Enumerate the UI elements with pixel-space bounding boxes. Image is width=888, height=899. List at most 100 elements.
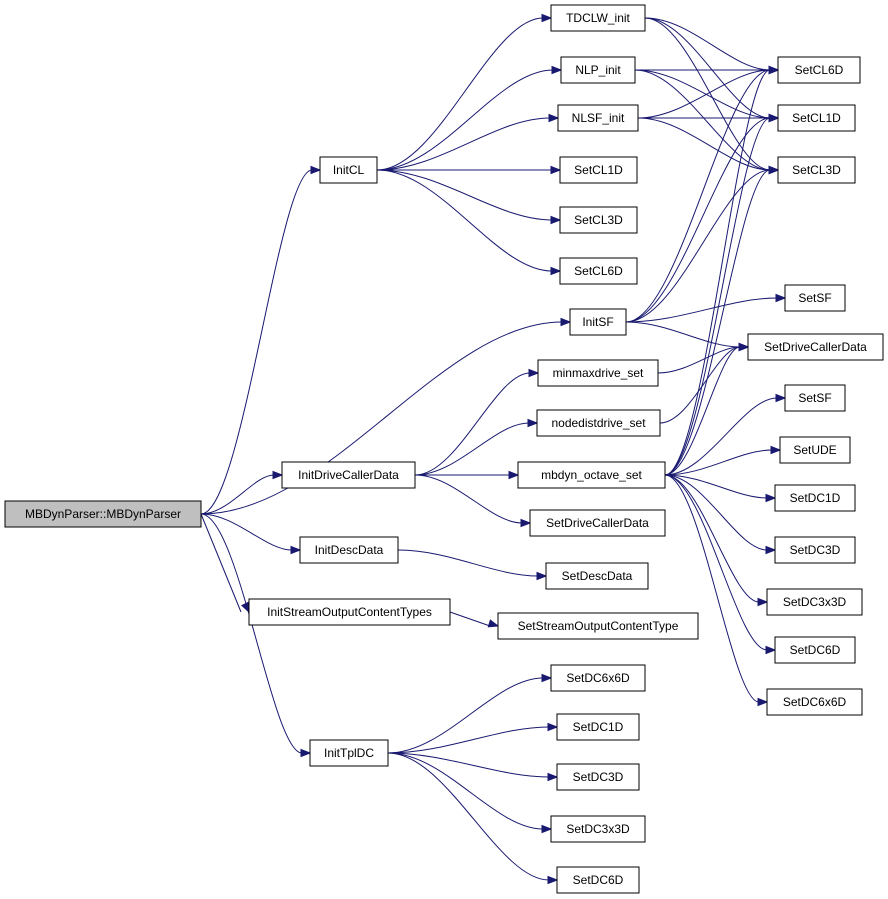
- node-box[interactable]: [550, 664, 646, 692]
- node-box[interactable]: [319, 156, 378, 184]
- edge-octave-to-setdc1d_r: [664, 474, 777, 503]
- node-setcl6d_r[interactable]: SetCL6D: [777, 56, 861, 84]
- node-nodedist[interactable]: nodedistdrive_set: [536, 409, 661, 437]
- node-setdc3x3d_t[interactable]: SetDC3x3D: [550, 815, 646, 843]
- node-box[interactable]: [777, 104, 856, 132]
- node-nlp[interactable]: NLP_init: [560, 56, 636, 84]
- root-node[interactable]: MBDynParser::MBDynParser: [4, 500, 202, 528]
- node-label: SetDriveCallerData: [546, 516, 649, 530]
- edge-arrowhead: [738, 342, 750, 352]
- node-box[interactable]: [550, 4, 646, 32]
- node-initstream[interactable]: InitStreamOutputContentTypes: [248, 598, 451, 626]
- node-octave[interactable]: mbdyn_octave_set: [517, 461, 666, 489]
- node-box[interactable]: [550, 815, 646, 843]
- node-setdc1d_t[interactable]: SetDC1D: [556, 713, 640, 741]
- edge-initdcd-to-nodedist: [414, 418, 539, 476]
- node-box[interactable]: [784, 384, 846, 412]
- node-setsf_1[interactable]: SetSF: [784, 284, 846, 312]
- node-box[interactable]: [569, 308, 627, 336]
- edge-arrowhead: [775, 393, 787, 403]
- edge-line: [664, 397, 778, 476]
- node-box[interactable]: [529, 509, 666, 537]
- edge-arrowhead: [551, 65, 563, 75]
- node-initcl[interactable]: InitCL: [319, 156, 378, 184]
- node-setcl1d_r[interactable]: SetCL1D: [777, 104, 856, 132]
- node-setdc3d_t[interactable]: SetDC3D: [556, 763, 640, 791]
- node-setdc6x6d_t[interactable]: SetDC6x6D: [550, 664, 646, 692]
- node-label: TDCLW_init: [566, 11, 630, 25]
- node-box[interactable]: [536, 409, 661, 437]
- node-box[interactable]: [497, 612, 699, 640]
- node-box[interactable]: [309, 739, 389, 767]
- node-box[interactable]: [556, 763, 640, 791]
- edge-arrowhead: [560, 317, 572, 327]
- node-box[interactable]: [784, 284, 846, 312]
- node-inittpl[interactable]: InitTplDC: [309, 739, 389, 767]
- node-box[interactable]: [517, 461, 666, 489]
- edge-line: [376, 69, 554, 171]
- node-label: SetStreamOutputContentType: [518, 619, 679, 633]
- node-setcl6d_a[interactable]: SetCL6D: [559, 257, 638, 285]
- node-box[interactable]: [556, 866, 640, 894]
- node-setdc6d_t[interactable]: SetDC6D: [556, 866, 640, 894]
- node-initsf[interactable]: InitSF: [569, 308, 627, 336]
- node-box[interactable]: [774, 484, 856, 512]
- node-box[interactable]: [299, 536, 399, 564]
- node-setcl1d_a[interactable]: SetCL1D: [559, 156, 638, 184]
- edge-line: [625, 69, 771, 323]
- node-box[interactable]: [766, 688, 863, 716]
- node-box[interactable]: [777, 56, 861, 84]
- node-box[interactable]: [559, 206, 638, 234]
- node-setcl3d_a[interactable]: SetCL3D: [559, 206, 638, 234]
- node-label: InitCL: [333, 163, 365, 177]
- edge-arrowhead: [757, 697, 769, 707]
- node-setdcd_r[interactable]: SetDriveCallerData: [747, 333, 884, 361]
- node-setstream[interactable]: SetStreamOutputContentType: [497, 612, 699, 640]
- node-label: SetDC6D: [573, 873, 624, 887]
- node-box[interactable]: [774, 636, 856, 664]
- edge-line: [664, 474, 760, 703]
- node-nlsf[interactable]: NLSF_init: [557, 104, 639, 132]
- node-box[interactable]: [559, 257, 638, 285]
- node-box[interactable]: [248, 598, 451, 626]
- node-setdesc[interactable]: SetDescData: [545, 562, 649, 590]
- node-setdc3d_r[interactable]: SetDC3D: [774, 536, 856, 564]
- node-tdclw[interactable]: TDCLW_init: [550, 4, 646, 32]
- edge-line: [387, 726, 550, 754]
- node-box[interactable]: [747, 333, 884, 361]
- node-box[interactable]: [779, 436, 851, 464]
- node-initdesc[interactable]: InitDescData: [299, 536, 399, 564]
- node-setsf_2[interactable]: SetSF: [784, 384, 846, 412]
- node-setude[interactable]: SetUDE: [779, 436, 851, 464]
- node-setdcd_m[interactable]: SetDriveCallerData: [529, 509, 666, 537]
- node-box[interactable]: [777, 156, 856, 184]
- edge-arrowhead: [527, 418, 539, 428]
- edge-line: [414, 422, 530, 476]
- node-setdc3x3d_r[interactable]: SetDC3x3D: [766, 588, 863, 616]
- edge-arrowhead: [765, 493, 777, 503]
- node-setdc6x6d_r[interactable]: SetDC6x6D: [766, 688, 863, 716]
- node-box[interactable]: [766, 588, 863, 616]
- edge-line: [664, 474, 768, 551]
- edge-line: [664, 474, 760, 603]
- node-setcl3d_r[interactable]: SetCL3D: [777, 156, 856, 184]
- node-label: SetDC1D: [573, 720, 624, 734]
- node-box[interactable]: [557, 104, 639, 132]
- node-box[interactable]: [545, 562, 649, 590]
- node-minmax[interactable]: minmaxdrive_set: [537, 359, 659, 387]
- edge-arrowhead: [547, 722, 559, 732]
- node-setdc1d_r[interactable]: SetDC1D: [774, 484, 856, 512]
- node-box[interactable]: [4, 500, 202, 528]
- node-box[interactable]: [560, 56, 636, 84]
- edge-line: [376, 117, 551, 171]
- node-setdc6d_r[interactable]: SetDC6D: [774, 636, 856, 664]
- node-box[interactable]: [559, 156, 638, 184]
- node-box[interactable]: [556, 713, 640, 741]
- node-box[interactable]: [774, 536, 856, 564]
- node-box[interactable]: [537, 359, 659, 387]
- node-initdcd[interactable]: InitDriveCallerData: [281, 461, 416, 489]
- node-label: SetDC3D: [790, 543, 841, 557]
- edge-initcl-to-tdclw: [376, 13, 553, 171]
- edge-line: [657, 346, 741, 374]
- node-box[interactable]: [281, 461, 416, 489]
